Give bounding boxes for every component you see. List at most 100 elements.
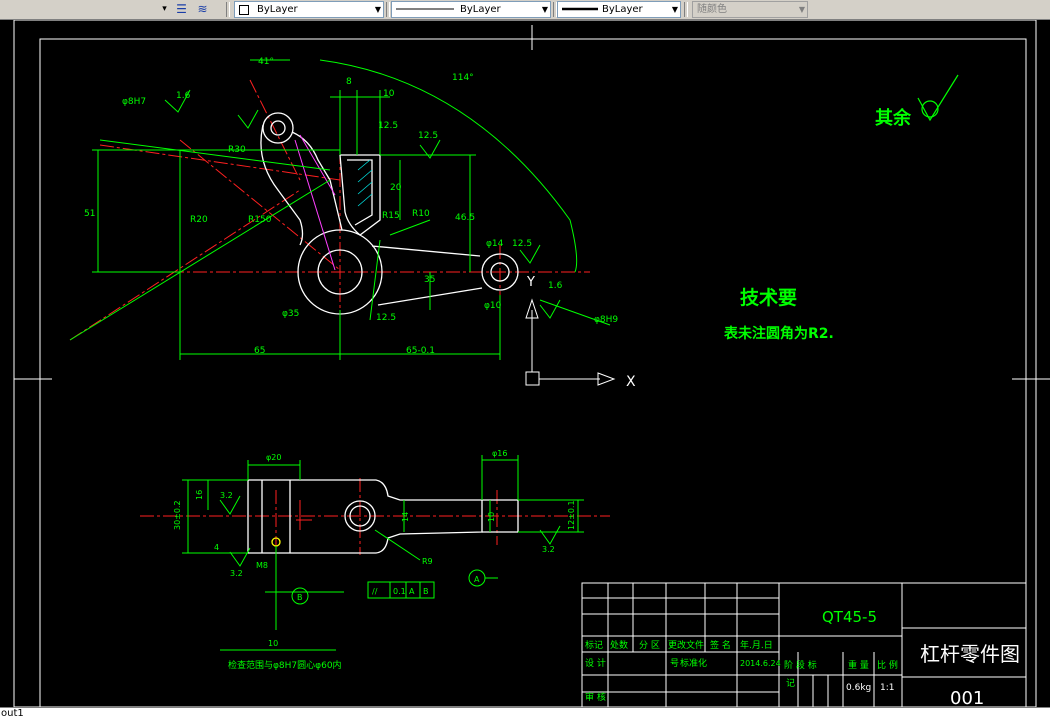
lineweight-select[interactable]: ByLayer ▼	[557, 1, 681, 18]
dim-m8: M8	[256, 561, 268, 570]
drawing-canvas[interactable]: 41° 114° 8 10 12.5 12.5 12.5 1.6 1.6 φ8H…	[0, 20, 1050, 707]
dim-r9: R9	[422, 557, 433, 566]
tb-h-biaozhunhua: 标准化	[680, 657, 707, 669]
tb-h-fenqu: 分 区	[639, 640, 660, 651]
roughness-12-5-b: 12.5	[418, 131, 438, 141]
dim-r10: R10	[412, 209, 430, 219]
linetype-preview	[396, 8, 454, 10]
front-view	[69, 59, 959, 386]
layer-states-icon[interactable]: ☰	[176, 2, 187, 16]
dim-65-b: 65-0.1	[406, 346, 435, 356]
dim-14: 14	[401, 512, 410, 522]
tb-h-hao: 号	[670, 658, 679, 669]
dim-r20: R20	[190, 215, 208, 225]
dim-65-a: 65	[254, 346, 265, 356]
ucs-x-label: X	[626, 374, 636, 390]
chevron-down-icon: ▼	[798, 5, 805, 14]
dim-8: 8	[346, 77, 352, 87]
lineweight-select-value: ByLayer	[602, 4, 643, 15]
inspect-note: 检查范围与φ8H7圆心φ60内	[228, 659, 342, 671]
plotstyle-select-value: 随颜色	[697, 4, 727, 15]
dim-phi20: φ20	[266, 453, 281, 462]
dim-16: 16	[195, 490, 204, 500]
dim-phi14: φ14	[486, 239, 504, 249]
dim-r30: R30	[228, 145, 246, 155]
gdt-datum-a: A	[409, 587, 415, 596]
roughness-3-2-c: 3.2	[542, 545, 555, 554]
tb-h-sheji: 设 计	[585, 657, 606, 669]
drawing-border	[39, 38, 1027, 707]
roughness-1-6-a: 1.6	[176, 91, 191, 101]
chevron-down-icon: ▼	[671, 5, 678, 14]
toolbar-separator	[553, 2, 557, 17]
linetype-select[interactable]: ByLayer ▼	[391, 1, 551, 18]
dim-phi8h9: φ8H9	[594, 315, 618, 325]
title-block	[581, 582, 1027, 707]
tech-req-title: 技术要	[740, 286, 797, 309]
roughness-1-6-b: 1.6	[548, 281, 563, 291]
layout-tab[interactable]: out1	[1, 708, 24, 719]
dim-46-5: 46.5	[455, 213, 475, 223]
dim-phi16: φ16	[492, 449, 507, 458]
dim-10-c: 10	[268, 639, 278, 648]
tb-h-bili: 比 例	[877, 659, 898, 671]
roughness-other-label: 其余	[875, 107, 912, 129]
layer-previous-icon[interactable]: ≋	[197, 2, 208, 16]
dim-angle-114: 114°	[452, 73, 474, 83]
tech-req-note: 表未注圆角为R2.	[723, 325, 834, 342]
tb-h-chushu: 处数	[610, 639, 628, 651]
dim-10: 10	[383, 89, 395, 99]
tb-material: QT45-5	[822, 608, 877, 626]
gdt-tolerance: 0.1	[393, 587, 406, 596]
properties-toolbar: ▾ ☰ ≋ ByLayer ▼ ByLayer ▼ ByLayer ▼ 随颜色 …	[0, 0, 1050, 20]
roughness-12-5-c: 12.5	[512, 239, 532, 249]
layer-dropdown-arrow-icon[interactable]: ▾	[162, 4, 167, 14]
layout-tab-strip: out1	[0, 707, 1050, 721]
tb-weight: 0.6kg	[846, 683, 871, 693]
dim-r15: R15	[382, 211, 400, 221]
lineweight-preview	[562, 7, 598, 11]
dim-4: 4	[214, 543, 219, 552]
tb-h-qianming: 签 名	[710, 639, 731, 651]
sheet-edge	[13, 20, 1037, 707]
roughness-12-5-a: 12.5	[378, 121, 398, 131]
dim-30: 30±0.2	[173, 500, 182, 530]
roughness-3-2-b: 3.2	[230, 569, 243, 578]
chevron-down-icon: ▼	[374, 5, 381, 14]
dim-r150: R150	[248, 215, 272, 225]
dim-10-b: 10	[487, 512, 496, 522]
chevron-down-icon: ▼	[541, 5, 548, 14]
roughness-3-2-a: 3.2	[220, 491, 233, 500]
tb-scale: 1:1	[880, 683, 894, 693]
tb-h-date: 年.月.日	[740, 639, 773, 651]
tb-part-name: 杠杆零件图	[920, 642, 1020, 666]
tb-h-shenhe: 审 核	[585, 691, 606, 703]
dim-20: 20	[390, 183, 402, 193]
color-select[interactable]: ByLayer ▼	[234, 1, 384, 18]
tb-h-zhongliang: 重 量	[848, 659, 869, 671]
gdt-parallel-symbol: //	[372, 587, 378, 596]
dim-35: 35	[424, 275, 435, 285]
datum-b-label: B	[297, 593, 303, 602]
tb-sheji-date: 2014.6.24	[740, 659, 781, 668]
dim-12: 12±0.1	[567, 500, 576, 530]
linetype-select-value: ByLayer	[460, 4, 501, 15]
ucs-y-label: Y	[526, 275, 535, 290]
plotstyle-select: 随颜色 ▼	[692, 1, 808, 18]
dim-12-5-d: 12.5	[376, 313, 396, 323]
dim-angle-41: 41°	[258, 57, 274, 67]
tb-h-ji: 记	[786, 678, 795, 689]
color-select-value: ByLayer	[257, 4, 298, 15]
toolbar-separator	[226, 2, 230, 17]
toolbar-separator	[684, 2, 688, 17]
gdt-datum-b: B	[423, 587, 429, 596]
top-view	[140, 455, 610, 651]
datum-a-label: A	[474, 575, 480, 584]
color-swatch	[239, 5, 249, 15]
tb-h-jieduan: 阶 段 标	[784, 659, 817, 671]
dim-phi35: φ35	[282, 309, 299, 319]
toolbar-separator	[386, 2, 390, 17]
dim-phi8h7: φ8H7	[122, 97, 146, 107]
tb-h-gengai: 更改文件	[668, 639, 704, 651]
tb-drawing-no: 001	[950, 688, 984, 707]
